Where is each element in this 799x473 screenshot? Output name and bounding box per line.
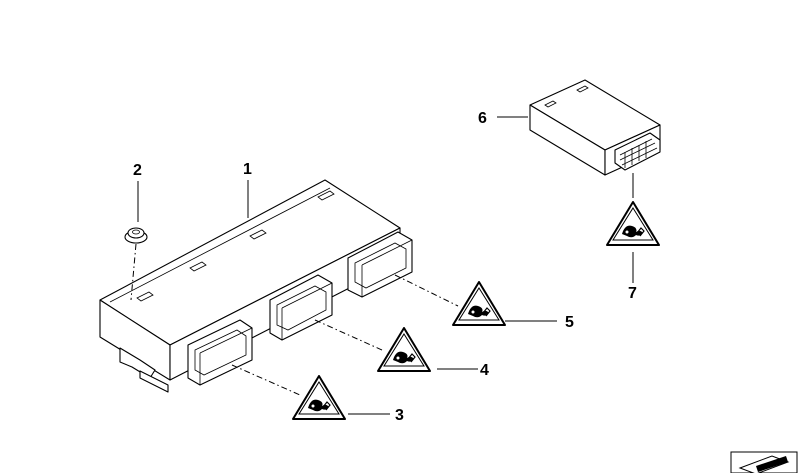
warning-triangle-esd-icon [452,281,506,326]
label-part-5: 5 [565,314,574,331]
label-part-2: 2 [133,162,142,179]
label-part-1: 1 [243,161,252,178]
label-part-4: 4 [480,362,489,379]
label-part-3: 3 [395,407,404,424]
warning-triangle-esd-icon [292,375,346,420]
warning-triangle-esd-icon [377,327,431,372]
warning-triangle-esd-icon [606,201,660,246]
connector-socket-5 [347,231,413,298]
label-part-6: 6 [478,110,487,127]
nut [124,227,148,244]
corner-arrow-icon [730,451,798,473]
label-part-7: 7 [628,285,637,302]
small-module [529,79,661,176]
connector-socket-4 [269,274,333,341]
connector-socket-3 [187,319,253,386]
